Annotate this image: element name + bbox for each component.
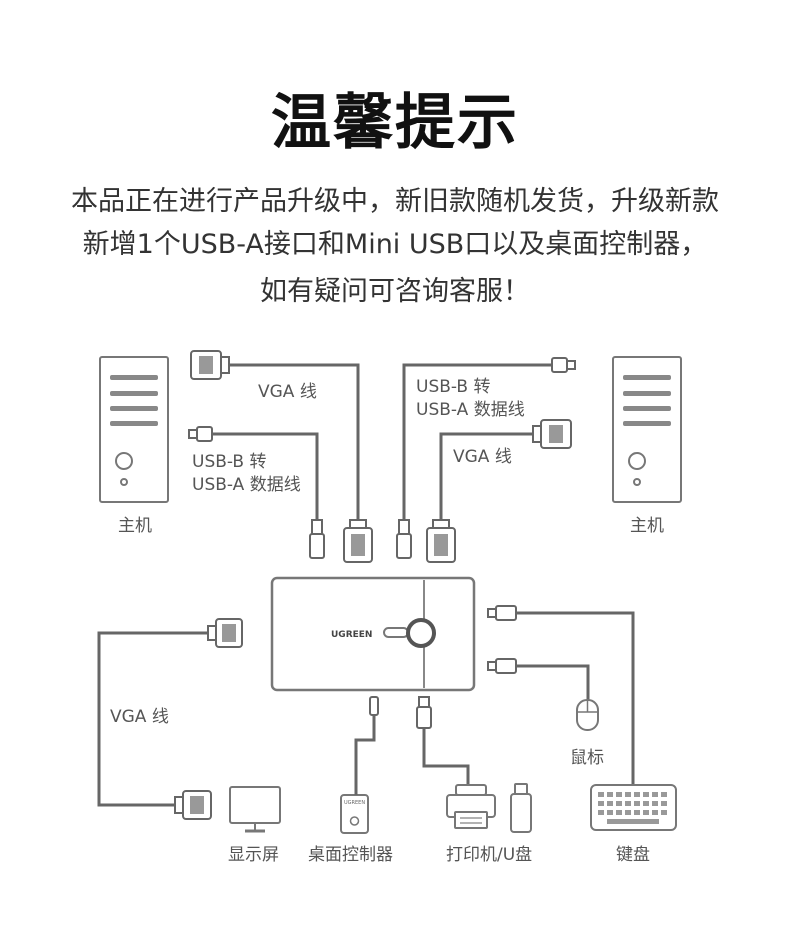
switch-button-icon <box>406 618 436 648</box>
desktop-controller-icon: UGREEN <box>340 794 369 834</box>
mouse-cable <box>516 664 590 700</box>
vga-plug-icon <box>207 618 243 648</box>
notice-line-2: 新增1个USB-A接口和Mini USB口以及桌面控制器， <box>82 229 708 260</box>
keyboard-label: 键盘 <box>616 845 650 865</box>
keyboard-icon <box>590 784 677 831</box>
usb-cable-top-right <box>402 363 552 520</box>
usb-cable-top-left <box>212 432 319 520</box>
vga-cable-bottom-left <box>97 631 208 807</box>
remote-brand: UGREEN <box>344 800 365 806</box>
host-left-label: 主机 <box>118 516 152 536</box>
vga-plug-icon <box>426 519 456 563</box>
keyboard-cable <box>516 611 635 785</box>
host-right-icon <box>612 356 682 503</box>
mini-usb-plug-icon <box>369 696 379 716</box>
kvm-switch: UGREEN <box>270 576 476 692</box>
page-title: 温馨提示 <box>271 88 519 158</box>
usb-plug-icon <box>487 658 517 674</box>
usb-plug-icon <box>551 357 576 373</box>
vga-bottom-left-label: VGA 线 <box>110 707 169 727</box>
vga-plug-icon <box>343 519 373 563</box>
usb-plug-icon <box>416 696 432 729</box>
notice-line-3: 如有疑问可咨询客服！ <box>260 276 530 307</box>
usb-plug-icon <box>487 605 517 621</box>
usb-drive-icon <box>510 783 532 833</box>
vga-plug-icon <box>174 790 212 820</box>
vga-top-right-label: VGA 线 <box>453 447 512 467</box>
notice-line-1: 本品正在进行产品升级中，新旧款随机发货，升级新款 <box>71 186 719 217</box>
usb-right-label-line1: USB-B 转 <box>416 377 491 397</box>
usb-left-label-line1: USB-B 转 <box>192 452 267 472</box>
printer-icon <box>446 784 496 829</box>
usb-cable-printer <box>422 728 470 792</box>
usb-plug-icon <box>309 519 325 559</box>
host-left-icon <box>99 356 169 503</box>
usb-left-label-line2: USB-A 数据线 <box>192 475 301 495</box>
vga-cable-top-left <box>228 363 360 520</box>
vga-cable-top-right <box>439 432 540 520</box>
mini-usb-cable <box>354 715 376 768</box>
usb-right-label-line2: USB-A 数据线 <box>416 400 525 420</box>
host-right-label: 主机 <box>630 516 664 536</box>
switch-brand: UGREEN <box>331 630 372 640</box>
usb-plug-icon <box>188 426 213 442</box>
vga-plug-icon <box>532 419 572 449</box>
usb-plug-icon <box>396 519 412 559</box>
monitor-icon <box>229 786 281 833</box>
mouse-label: 鼠标 <box>570 748 604 768</box>
mouse-icon <box>576 699 599 731</box>
printer-udisk-label: 打印机/U盘 <box>446 845 532 865</box>
vga-plug-icon <box>190 350 230 380</box>
monitor-label: 显示屏 <box>228 845 279 865</box>
vga-top-left-label: VGA 线 <box>258 382 317 402</box>
desktop-controller-label: 桌面控制器 <box>308 845 393 865</box>
